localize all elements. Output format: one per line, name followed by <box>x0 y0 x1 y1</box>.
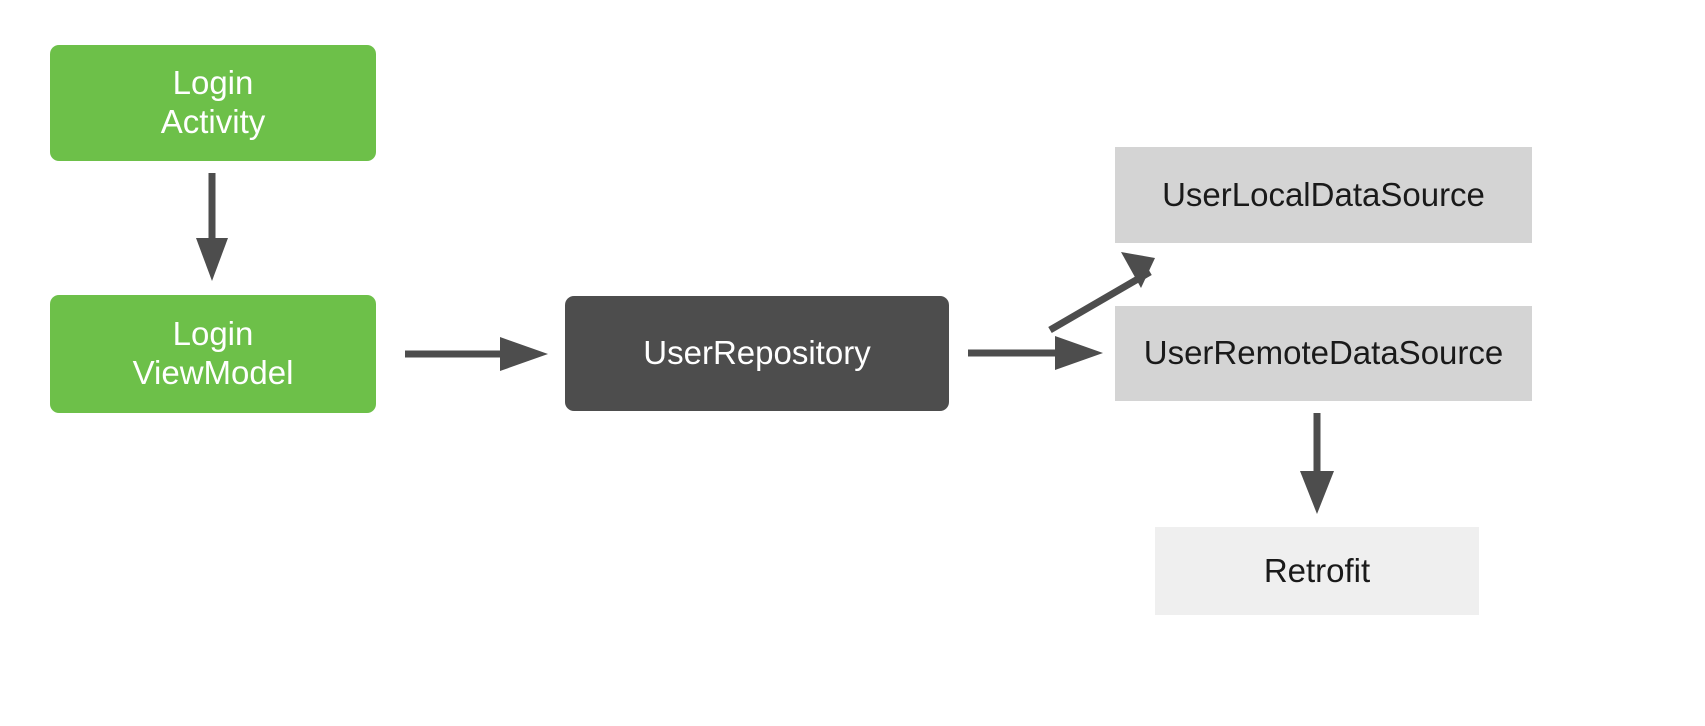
node-login-activity[interactable]: Login Activity <box>50 45 376 161</box>
node-user-local-data-source[interactable]: UserLocalDataSource <box>1115 147 1532 243</box>
node-user-repository[interactable]: UserRepository <box>565 296 949 411</box>
arrow-activity-to-viewmodel <box>196 173 228 281</box>
node-user-remote-data-source[interactable]: UserRemoteDataSource <box>1115 306 1532 401</box>
node-retrofit[interactable]: Retrofit <box>1155 527 1479 615</box>
arrow-repository-to-remote-datasource <box>968 336 1103 370</box>
arrow-remote-datasource-to-retrofit <box>1300 413 1334 514</box>
arrow-viewmodel-to-repository <box>405 337 548 371</box>
node-login-viewmodel[interactable]: Login ViewModel <box>50 295 376 413</box>
